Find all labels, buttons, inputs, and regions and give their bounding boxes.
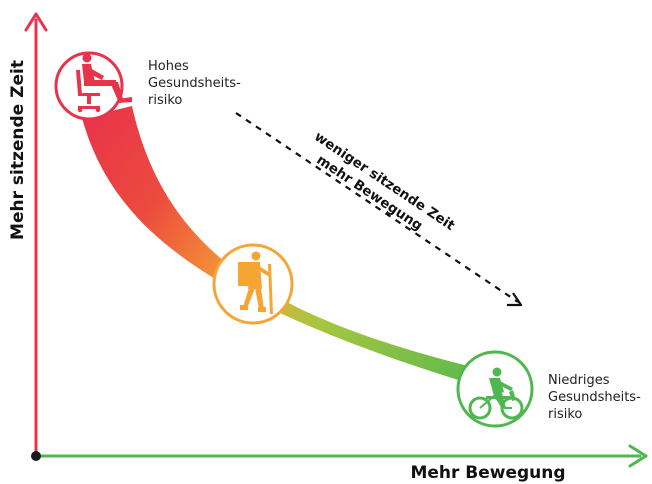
stage-medium — [212, 243, 294, 325]
x-axis — [34, 444, 648, 468]
high-risk-label-line2: Gesundsheits- — [148, 76, 241, 91]
high-risk-label-line3: risiko — [148, 93, 182, 108]
sitting-person-icon — [76, 53, 132, 113]
risk-curve-band — [82, 106, 476, 383]
y-axis-label: Mehr sitzende Zeit — [8, 60, 28, 240]
hiker-icon — [238, 251, 273, 314]
axis-origin-dot — [31, 451, 41, 461]
stage-high-risk: Hohes Gesundsheits- risiko — [54, 51, 241, 121]
low-risk-label-line3: risiko — [548, 407, 582, 422]
stage-low-risk: Niedriges Gesundsheits- risiko — [456, 350, 641, 428]
x-axis-label: Mehr Bewegung — [410, 463, 565, 483]
trend-label-line1: weniger sitzende Zeit — [311, 129, 458, 235]
y-axis — [24, 12, 48, 458]
trend-arrow — [235, 112, 523, 307]
cyclist-icon — [468, 367, 524, 420]
low-risk-label-line2: Gesundsheits- — [548, 390, 641, 405]
low-risk-label-line1: Niedriges — [548, 373, 610, 388]
high-risk-label-line1: Hohes — [148, 59, 189, 74]
